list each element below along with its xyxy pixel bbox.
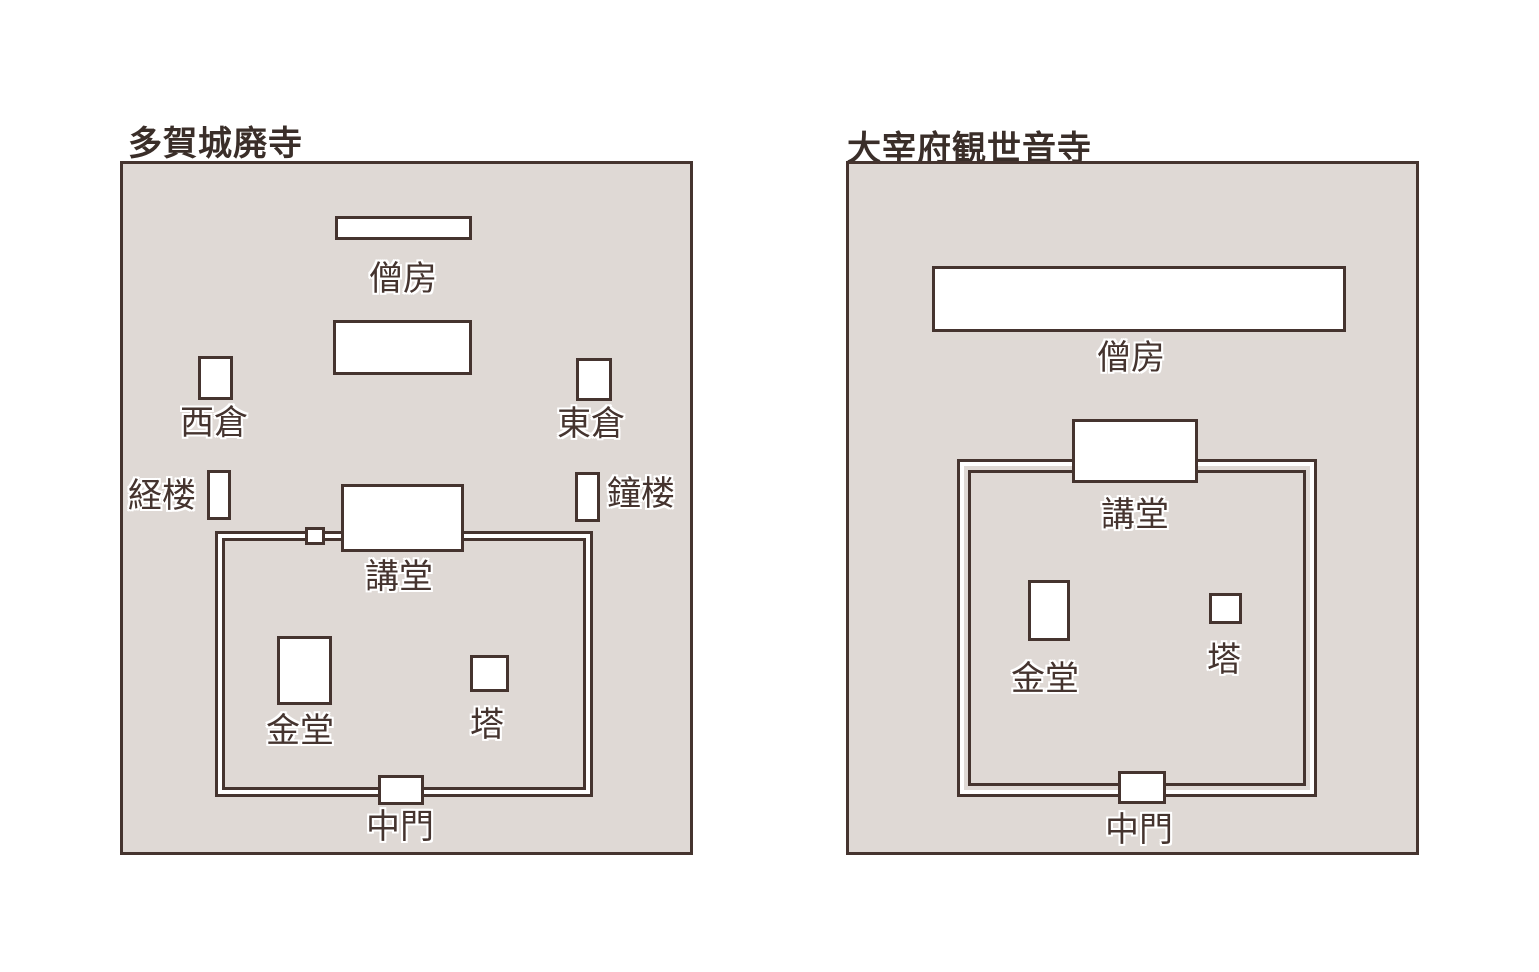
right-kondo-building xyxy=(1028,580,1070,641)
left-shoro-building xyxy=(575,472,600,522)
left-plan-title: 多賀城廃寺 xyxy=(128,124,303,164)
left-unnamed-building xyxy=(333,320,472,375)
left-shoro-label: 鐘楼 xyxy=(607,474,675,514)
right-sobo-label: 僧房 xyxy=(1097,338,1165,378)
right-to-label: 塔 xyxy=(1207,640,1241,680)
left-kyoro-building xyxy=(207,470,231,520)
left-sobo-building xyxy=(335,216,472,240)
left-nishikura-building xyxy=(198,356,233,400)
left-kondo-building xyxy=(277,636,332,705)
right-kondo-label: 金堂 xyxy=(1011,659,1079,699)
left-kodo-label: 講堂 xyxy=(365,557,433,597)
right-chumon-building xyxy=(1118,771,1166,804)
left-corridor-gate xyxy=(305,527,325,545)
right-kodo-label: 講堂 xyxy=(1101,495,1169,535)
left-higashikura-label: 東倉 xyxy=(557,404,625,444)
left-kyoro-label: 経楼 xyxy=(128,476,196,516)
left-kodo-building xyxy=(341,484,464,552)
left-chumon-building xyxy=(378,775,424,805)
left-nishikura-label: 西倉 xyxy=(180,403,248,443)
left-to-label: 塔 xyxy=(470,705,504,745)
left-to-building xyxy=(470,655,509,692)
left-chumon-label: 中門 xyxy=(366,807,434,847)
left-kondo-label: 金堂 xyxy=(266,711,334,751)
left-sobo-label: 僧房 xyxy=(369,259,437,299)
right-sobo-building xyxy=(932,266,1346,332)
right-chumon-label: 中門 xyxy=(1105,810,1173,850)
left-higashikura-building xyxy=(576,358,612,401)
right-kodo-building xyxy=(1072,419,1198,483)
right-to-building xyxy=(1209,593,1242,624)
